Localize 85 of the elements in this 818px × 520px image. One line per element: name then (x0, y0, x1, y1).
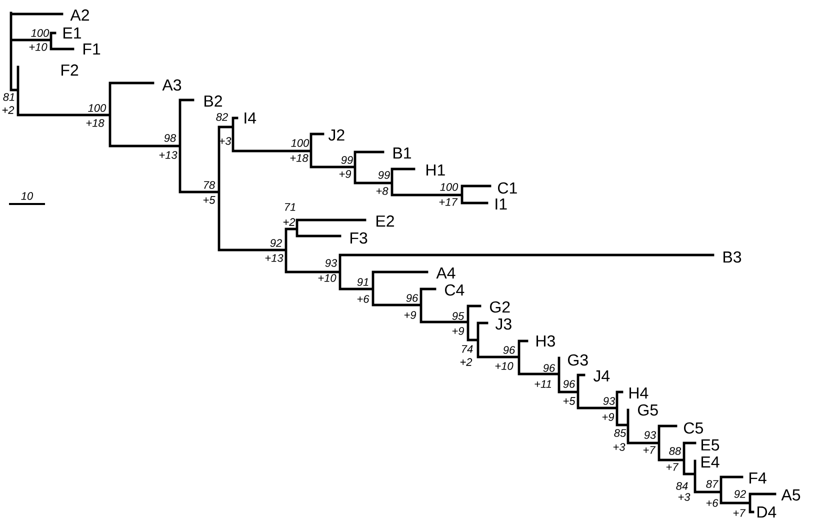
taxon-label: B1 (394, 148, 411, 158)
support-value: 99 (378, 171, 390, 179)
support-value: 93 (325, 259, 338, 267)
taxon-label: A5 (781, 489, 800, 501)
support-value: 95 (452, 312, 464, 320)
support-value: 92 (734, 490, 746, 498)
support-value: +5 (563, 397, 576, 405)
taxon-label: G3 (568, 354, 588, 366)
support-value: 93 (644, 431, 656, 439)
taxon-label: B3 (724, 251, 742, 263)
support-value: +7 (643, 446, 656, 454)
support-value: 82 (216, 113, 228, 121)
taxon-label: B2 (204, 95, 222, 107)
support-value: +18 (290, 154, 308, 162)
support-value: +3 (613, 443, 626, 451)
support-value: +18 (86, 119, 104, 127)
support-value: +13 (159, 151, 178, 159)
support-value: +17 (439, 198, 458, 206)
support-value: 100 (440, 183, 458, 191)
taxon-label: C5 (684, 422, 703, 434)
support-value: 87 (706, 480, 718, 488)
taxon-label: C1 (498, 182, 517, 194)
taxon-label: G2 (490, 301, 510, 313)
support-value: 71 (285, 203, 296, 211)
support-value: +6 (706, 499, 718, 507)
support-value: +3 (678, 493, 690, 501)
support-value: 96 (563, 380, 576, 388)
support-value: 100 (31, 29, 50, 37)
taxon-label: I1 (496, 198, 507, 210)
support-value: +2 (283, 218, 296, 226)
support-value: 98 (164, 134, 176, 142)
support-value: +9 (339, 170, 352, 178)
support-value: +3 (219, 137, 232, 145)
support-value: 78 (204, 181, 216, 189)
support-value: 84 (676, 482, 688, 490)
taxon-label: F1 (84, 44, 100, 54)
taxon-label: A4 (436, 268, 456, 278)
taxon-label: J2 (328, 129, 344, 141)
support-value: +9 (452, 327, 464, 335)
taxon-label: H3 (536, 335, 555, 347)
taxon-label: H4 (630, 388, 648, 398)
support-value: +10 (318, 274, 336, 282)
support-value: 85 (614, 429, 626, 437)
taxon-label: F3 (350, 232, 368, 244)
support-value: +7 (733, 509, 746, 517)
taxon-label: D4 (758, 506, 776, 518)
support-value: 96 (406, 294, 418, 302)
support-value: +11 (534, 380, 551, 388)
scale-label: 10 (21, 192, 34, 200)
taxon-label: J4 (593, 370, 610, 382)
support-value: +9 (602, 413, 614, 421)
support-value: +13 (265, 254, 284, 262)
support-value: 88 (669, 447, 682, 455)
taxon-label: A3 (162, 79, 182, 91)
support-value: 81 (3, 93, 14, 101)
support-value: 93 (603, 397, 616, 405)
support-value: 74 (462, 345, 473, 353)
support-value: 92 (270, 239, 282, 247)
support-value: +5 (203, 196, 216, 204)
taxon-label: G5 (638, 404, 658, 416)
support-value: +10 (29, 43, 48, 51)
taxon-label: J3 (495, 318, 512, 330)
support-value: +9 (404, 311, 416, 319)
taxon-label: E4 (702, 456, 720, 468)
support-value: +2 (2, 106, 14, 114)
taxon-label: E1 (64, 28, 81, 38)
taxon-label: C4 (445, 284, 464, 296)
support-value: +10 (495, 362, 514, 370)
taxon-label: F4 (750, 472, 766, 484)
taxon-label: E2 (376, 215, 394, 227)
support-value: 100 (291, 139, 310, 147)
taxon-label: A2 (70, 9, 89, 21)
support-value: 96 (543, 364, 556, 372)
support-value: 100 (88, 104, 106, 112)
taxon-label: E5 (702, 439, 720, 451)
support-value: +2 (460, 358, 472, 366)
support-value: 96 (503, 346, 516, 354)
taxon-label: I4 (244, 112, 256, 124)
support-value: +6 (357, 295, 370, 303)
taxon-label: F2 (62, 64, 78, 76)
support-value: +8 (376, 187, 388, 195)
taxon-label: H1 (426, 164, 445, 176)
support-value: 91 (357, 278, 368, 286)
support-value: +7 (666, 463, 679, 471)
support-value: 99 (341, 156, 353, 164)
